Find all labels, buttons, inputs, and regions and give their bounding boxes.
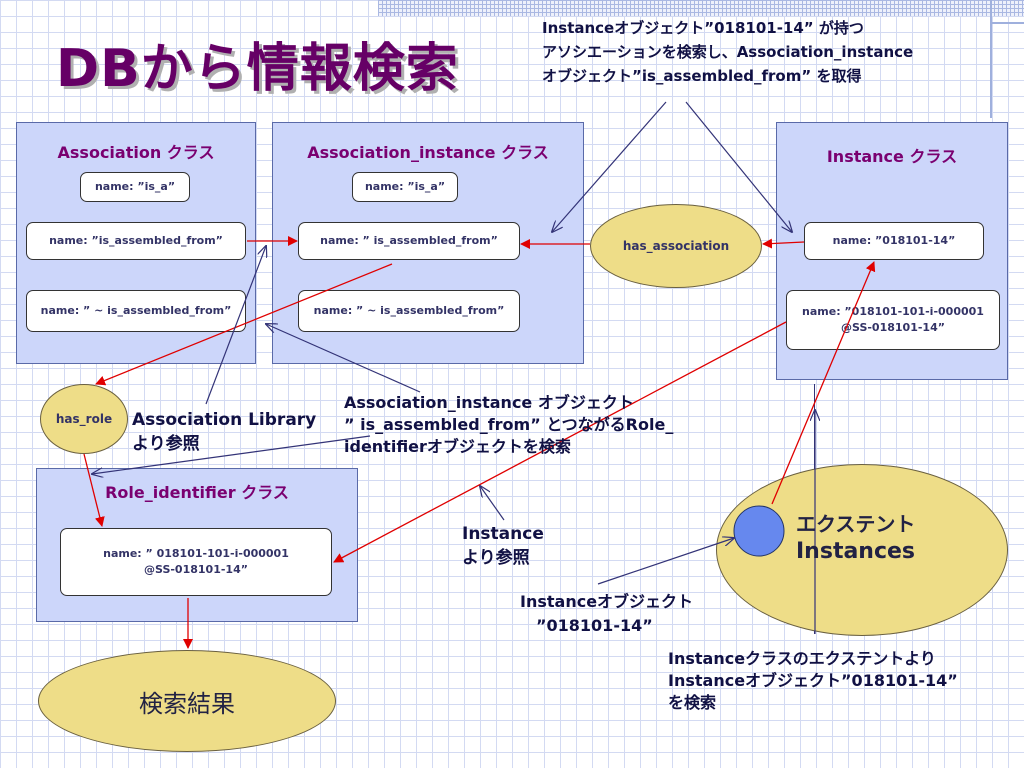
note-instance-ref: Instance より参照 [462, 522, 544, 570]
association-node-is-a: name: ”is_a” [80, 172, 190, 202]
note-association-instance-search-line2: ” is_assembled_from” とつながるRole_ [344, 415, 674, 434]
arrow-extent-to-instance [771, 261, 876, 505]
note-instance-object-line1: Instanceオブジェクト [520, 592, 694, 611]
header-pattern-band [378, 0, 1024, 16]
callout-search-to-role-identifier [92, 435, 371, 474]
association-node-is-assembled-from: name: ”is_assembled_from” [26, 222, 246, 260]
note-top-right: Instanceオブジェクト”018101-14” が持つ アソシエーションを検… [542, 16, 913, 88]
note-extent-search-line2: Instanceオブジェクト”018101-14” [668, 671, 958, 690]
note-top-right-line1: Instanceオブジェクト”018101-14” が持つ [542, 19, 864, 37]
association-instance-class-title: Association_instance クラス [307, 143, 549, 162]
callout-top-to-assoc-instance [552, 101, 667, 232]
has-association-ellipse: has_association [590, 204, 762, 288]
decorative-line [990, 0, 992, 118]
association-instance-node-is-a: name: ”is_a” [352, 172, 458, 202]
extent-label-line1: エクステント [796, 512, 916, 536]
note-instance-object: Instanceオブジェクト ”018101-14” [520, 590, 693, 638]
search-result-ellipse: 検索結果 [38, 650, 336, 752]
decorative-line [990, 22, 1024, 24]
note-association-instance-search: Association_instance オブジェクト ” is_assembl… [344, 392, 673, 458]
note-association-instance-search-line1: Association_instance オブジェクト [344, 393, 634, 412]
callout-instance-object-to-circle [597, 538, 734, 585]
extent-label: エクステント Instances [796, 510, 915, 566]
instance-node-018101-101: name: ”018101-101-i-000001 @SS-018101-14… [786, 290, 1000, 350]
association-instance-node-is-assembled-from: name: ” is_assembled_from” [298, 222, 520, 260]
note-association-instance-search-line3: identifierオブジェクトを検索 [344, 437, 571, 456]
callout-library-to-association [205, 246, 266, 405]
note-extent-search: Instanceクラスのエクステントより Instanceオブジェクト”0181… [668, 648, 958, 714]
arrow-has-role-to-role-identifier [83, 453, 105, 527]
association-class-title: Association クラス [57, 143, 215, 162]
association-instance-node-inverse: name: ” ~ is_assembled_from” [298, 290, 520, 332]
role-identifier-node: name: ” 018101-101-i-000001 @SS-018101-1… [60, 528, 332, 596]
note-extent-search-line3: を検索 [668, 693, 717, 712]
arrow-instance-node-to-role-identifier [333, 321, 787, 563]
note-instance-ref-line1: Instance [462, 524, 544, 544]
extent-instance-circle [733, 505, 785, 557]
note-association-library-line2: より参照 [132, 434, 200, 454]
has-role-ellipse: has_role [40, 384, 128, 454]
page-title: DBから情報検索 [56, 39, 459, 99]
callout-search-to-association-inverse [266, 324, 421, 393]
note-top-right-line3: オブジェクト”is_assembled_from” を取得 [542, 67, 862, 85]
role-identifier-node-line2: @SS-018101-14” [144, 563, 248, 576]
note-instance-object-line2: ”018101-14” [520, 616, 653, 635]
callout-top-to-instance [685, 101, 792, 232]
arrow-instance-to-has-association [762, 238, 805, 249]
note-association-library-line1: Association Library [132, 410, 317, 430]
role-identifier-class-title: Role_identifier クラス [105, 483, 289, 502]
arrow-assoc-instance-to-has-role [95, 263, 393, 386]
role-identifier-node-line1: name: ” 018101-101-i-000001 [103, 547, 289, 560]
callout-instance-ref [480, 486, 505, 521]
instance-node-018101-101-line1: name: ”018101-101-i-000001 [802, 305, 984, 318]
extent-label-line2: Instances [796, 539, 916, 564]
note-association-library: Association Library より参照 [132, 408, 316, 456]
instance-node-018101-14: name: ”018101-14” [804, 222, 984, 260]
association-node-inverse: name: ” ~ is_assembled_from” [26, 290, 246, 332]
note-instance-ref-line2: より参照 [462, 548, 530, 568]
note-extent-search-line1: Instanceクラスのエクステントより [668, 649, 936, 668]
instance-node-018101-101-line2: @SS-018101-14” [841, 321, 945, 334]
note-top-right-line2: アソシエーションを検索し、Association_instance [542, 43, 914, 61]
instance-class-title: Instance クラス [826, 147, 958, 166]
